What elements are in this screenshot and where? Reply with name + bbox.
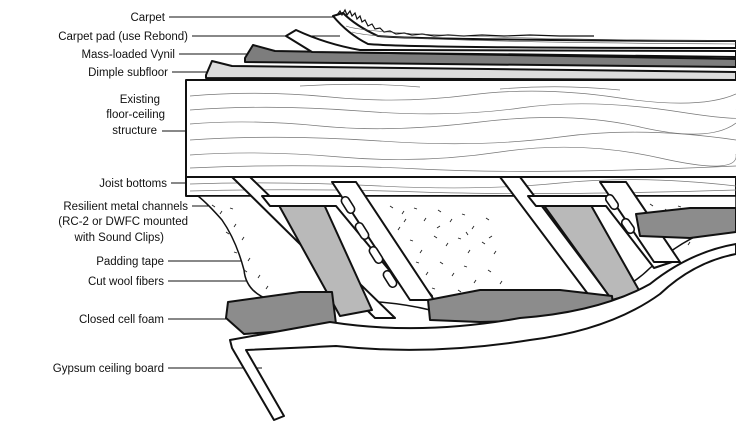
label-existing-line2: floor-ceiling [106, 109, 165, 121]
gypsum-ceiling-board [229, 243, 736, 421]
label-existing-line3: structure [112, 125, 157, 137]
label-channels-line2: (RC-2 or DWFC mounted [58, 216, 188, 228]
channel-slot [604, 193, 620, 211]
joist-bottoms-band [185, 176, 736, 197]
carpet-pad-layer [285, 29, 736, 58]
label-mass-loaded-vinyl: Mass-loaded Vynil [81, 49, 175, 61]
channel-slot [368, 245, 384, 265]
mass-loaded-vinyl-layer [244, 44, 736, 68]
carpet-pile-texture [336, 8, 594, 37]
label-existing-line1: Existing [120, 94, 160, 106]
label-padding-tape: Padding tape [96, 256, 164, 268]
label-dimple-subfloor: Dimple subfloor [88, 67, 168, 79]
existing-floor-ceiling-structure [185, 79, 736, 178]
channel-slot [354, 221, 370, 241]
center-channel-slots [340, 195, 398, 289]
channel-slot [620, 217, 636, 235]
channel-slot [340, 195, 356, 215]
labels: Carpet Carpet pad (use Rebond) Mass-load… [53, 12, 188, 375]
dimple-subfloor-layer [205, 60, 736, 81]
wood-grain-texture [189, 83, 736, 172]
label-closed-cell-foam: Closed cell foam [79, 314, 164, 326]
label-carpet: Carpet [130, 12, 165, 24]
label-carpet-pad: Carpet pad (use Rebond) [58, 31, 188, 43]
label-joist-bottoms: Joist bottoms [99, 178, 167, 190]
channel-slot [382, 269, 398, 289]
carpet-layer [332, 12, 736, 49]
right-channel-slots [604, 193, 636, 235]
label-channels-line1: Resilient metal channels [63, 201, 188, 213]
label-cut-wool-fibers: Cut wool fibers [88, 276, 164, 288]
label-channels-line3: with Sound Clips) [74, 232, 165, 244]
closed-cell-foam-strip-right [635, 207, 736, 239]
label-gypsum-ceiling-board: Gypsum ceiling board [53, 363, 164, 375]
carpet-backing-lines [345, 25, 736, 45]
